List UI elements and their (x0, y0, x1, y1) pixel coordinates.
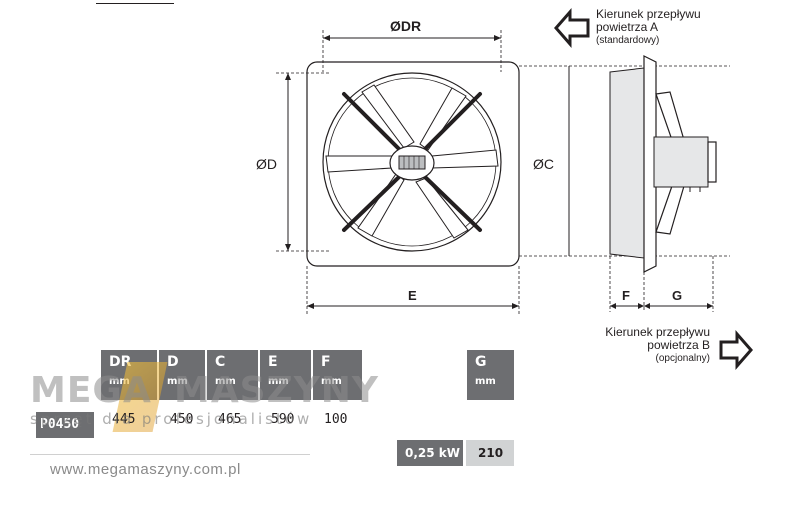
d-arrow-top (285, 73, 291, 80)
strut-br (422, 174, 482, 232)
watermark-url: www.megamaszyny.com.pl (50, 461, 241, 478)
top-rule (96, 3, 174, 4)
dr-arrow-left (323, 35, 330, 41)
side-motor (653, 136, 709, 188)
header-d-unit: mm (167, 376, 188, 387)
dim-label-dr: ØDR (390, 18, 421, 34)
flow-b-arrow-icon (719, 330, 753, 370)
dim-label-c: ØC (533, 156, 554, 172)
motor-power: 0,25 kW (397, 440, 463, 466)
side-motor-strut-bottom (655, 185, 685, 235)
dim-label-d: ØD (256, 156, 277, 172)
support-struts (342, 92, 482, 232)
dr-arrow-right (494, 35, 501, 41)
header-dr-unit: mm (109, 376, 130, 387)
watermark-brand-right: MASZYNY (174, 370, 379, 411)
header-g-label: G (475, 354, 487, 370)
value-g: 210 (466, 440, 514, 466)
fan-blades (325, 84, 499, 239)
d-arrow-bottom (285, 244, 291, 251)
side-motor-strut-top (655, 91, 685, 141)
model-name: P0450 (36, 412, 94, 438)
flow-direction-b: Kierunek przepływu powietrza B (opcjonal… (560, 326, 710, 365)
blade-top-left (361, 84, 415, 149)
strut-bl (342, 174, 402, 232)
g-arrow-left (644, 303, 650, 309)
header-c-label: C (215, 354, 226, 370)
header-d: D mm (159, 350, 205, 400)
strut-tr (422, 92, 482, 152)
side-frame-body (609, 67, 645, 259)
e-arrow-right (512, 303, 519, 309)
dim-label-g: G (672, 288, 682, 303)
side-flange (643, 55, 657, 273)
value-d: 450 (170, 412, 194, 427)
header-c: C mm (207, 350, 258, 400)
side-motor-cap (707, 141, 717, 183)
header-f-unit: mm (321, 376, 342, 387)
header-f: F mm (313, 350, 362, 400)
value-f: 100 (324, 412, 348, 427)
flow-direction-a: Kierunek przepływu powietrza A (standard… (596, 8, 701, 47)
e-arrow-left (307, 303, 314, 309)
flow-b-line3: (opcjonalny) (655, 353, 710, 364)
flow-b-line2: powietrza B (647, 338, 710, 352)
header-e-label: E (268, 354, 278, 370)
f-arrow-right (638, 303, 644, 309)
header-e: E mm (260, 350, 311, 400)
header-g: G mm (467, 350, 514, 400)
watermark-tagline: sprzęt dla profesjonalistów (30, 410, 313, 428)
flow-b-line1: Kierunek przepływu (605, 325, 710, 339)
flow-a-line2: powietrza A (596, 20, 659, 34)
strut-tl (342, 92, 402, 152)
value-dr: 445 (112, 412, 136, 427)
f-arrow-left (610, 303, 616, 309)
header-e-unit: mm (268, 376, 289, 387)
value-e: 590 (271, 412, 295, 427)
watermark-brand-left: MEGA (30, 370, 152, 411)
g-arrow-right (707, 303, 713, 309)
header-c-unit: mm (215, 376, 236, 387)
dim-label-e: E (408, 288, 417, 303)
header-g-unit: mm (475, 376, 496, 387)
value-c: 465 (218, 412, 242, 427)
blade-bottom-right (415, 177, 469, 239)
dim-label-f: F (622, 288, 630, 303)
watermark-divider (30, 454, 310, 455)
header-d-label: D (167, 354, 179, 370)
header-f-label: F (321, 354, 331, 370)
flow-a-line3: (standardowy) (596, 35, 660, 46)
motor-grille (398, 155, 426, 170)
motor-grille-lines (403, 156, 420, 169)
flow-a-line1: Kierunek przepływu (596, 7, 701, 21)
flow-a-arrow-icon (554, 8, 590, 48)
